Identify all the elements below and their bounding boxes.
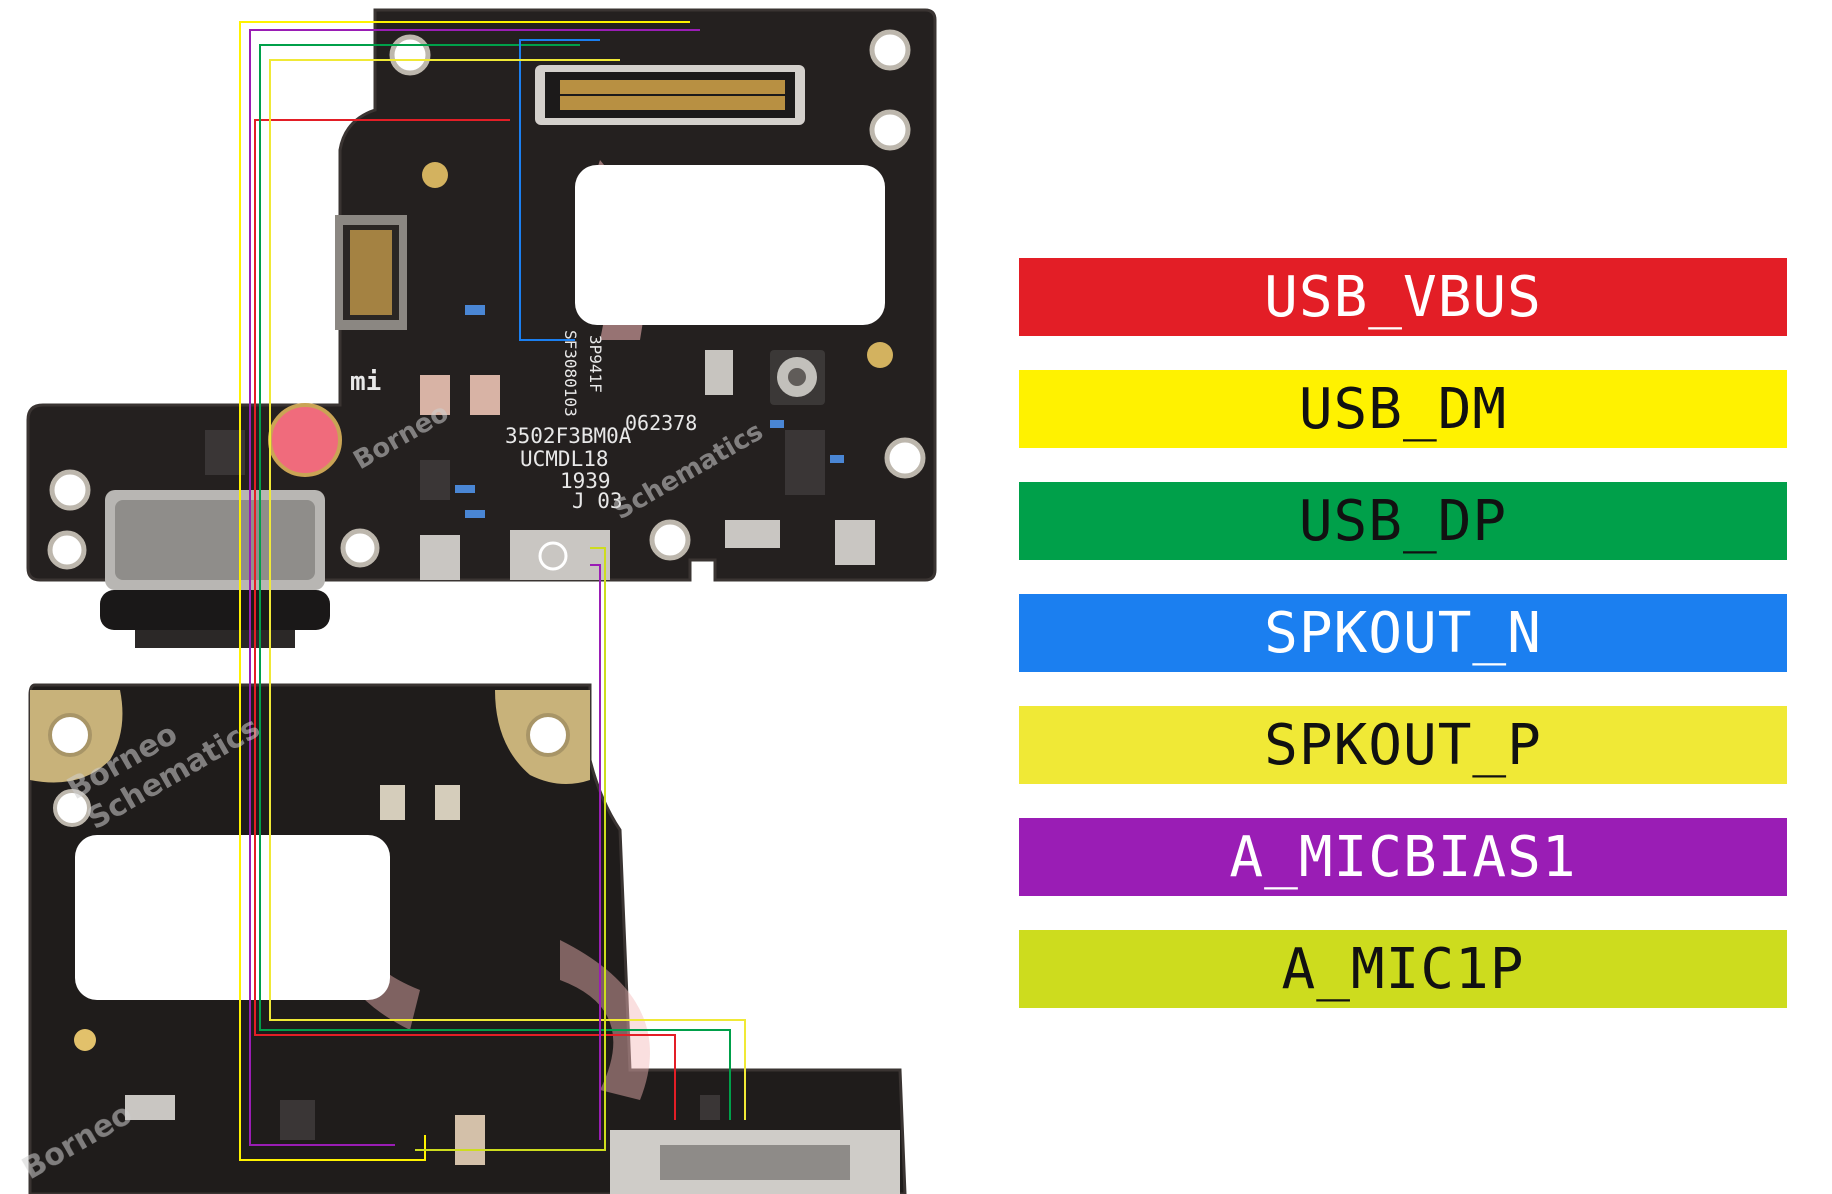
legend-usb-vbus: USB_VBUS	[1019, 258, 1787, 336]
marking-7: 3P941F	[586, 335, 605, 393]
upper-cutout	[575, 165, 885, 325]
marking-5: 062378	[625, 411, 697, 435]
lower-cutout	[75, 835, 390, 1000]
marking-2: UCMDL18	[520, 447, 609, 471]
legend-usb-dm: USB_DM	[1019, 370, 1787, 448]
antenna-connector	[770, 350, 825, 405]
pcb-board-diagram: mi 3502F3BM0A UCMDL18 1939 J 03 062378 S…	[17, 8, 937, 1194]
mi-logo: mi	[350, 367, 381, 397]
legend-usb-dp: USB_DP	[1019, 482, 1787, 560]
legend-a-mic1p: A_MIC1P	[1019, 930, 1787, 1008]
marking-1: 3502F3BM0A	[505, 424, 632, 448]
marking-6: SF3080103	[561, 330, 580, 417]
lower-board	[28, 683, 907, 1194]
marking-3: 1939	[560, 469, 611, 493]
legend-a-micbias1: A_MICBIAS1	[1019, 818, 1787, 896]
usb-c-port-upper	[100, 490, 330, 648]
usb-c-port-lower	[610, 1130, 900, 1194]
smd-components	[125, 305, 875, 1165]
signal-traces	[239, 21, 746, 1161]
marking-4: J 03	[572, 489, 623, 513]
fpc-socket	[335, 215, 407, 330]
mic-connector	[510, 530, 610, 580]
legend-spkout-p: SPKOUT_P	[1019, 706, 1787, 784]
gold-pads-lower	[30, 162, 893, 1051]
board-connector	[535, 65, 805, 125]
legend-spkout-n: SPKOUT_N	[1019, 594, 1787, 672]
vibration-pad	[268, 403, 342, 477]
